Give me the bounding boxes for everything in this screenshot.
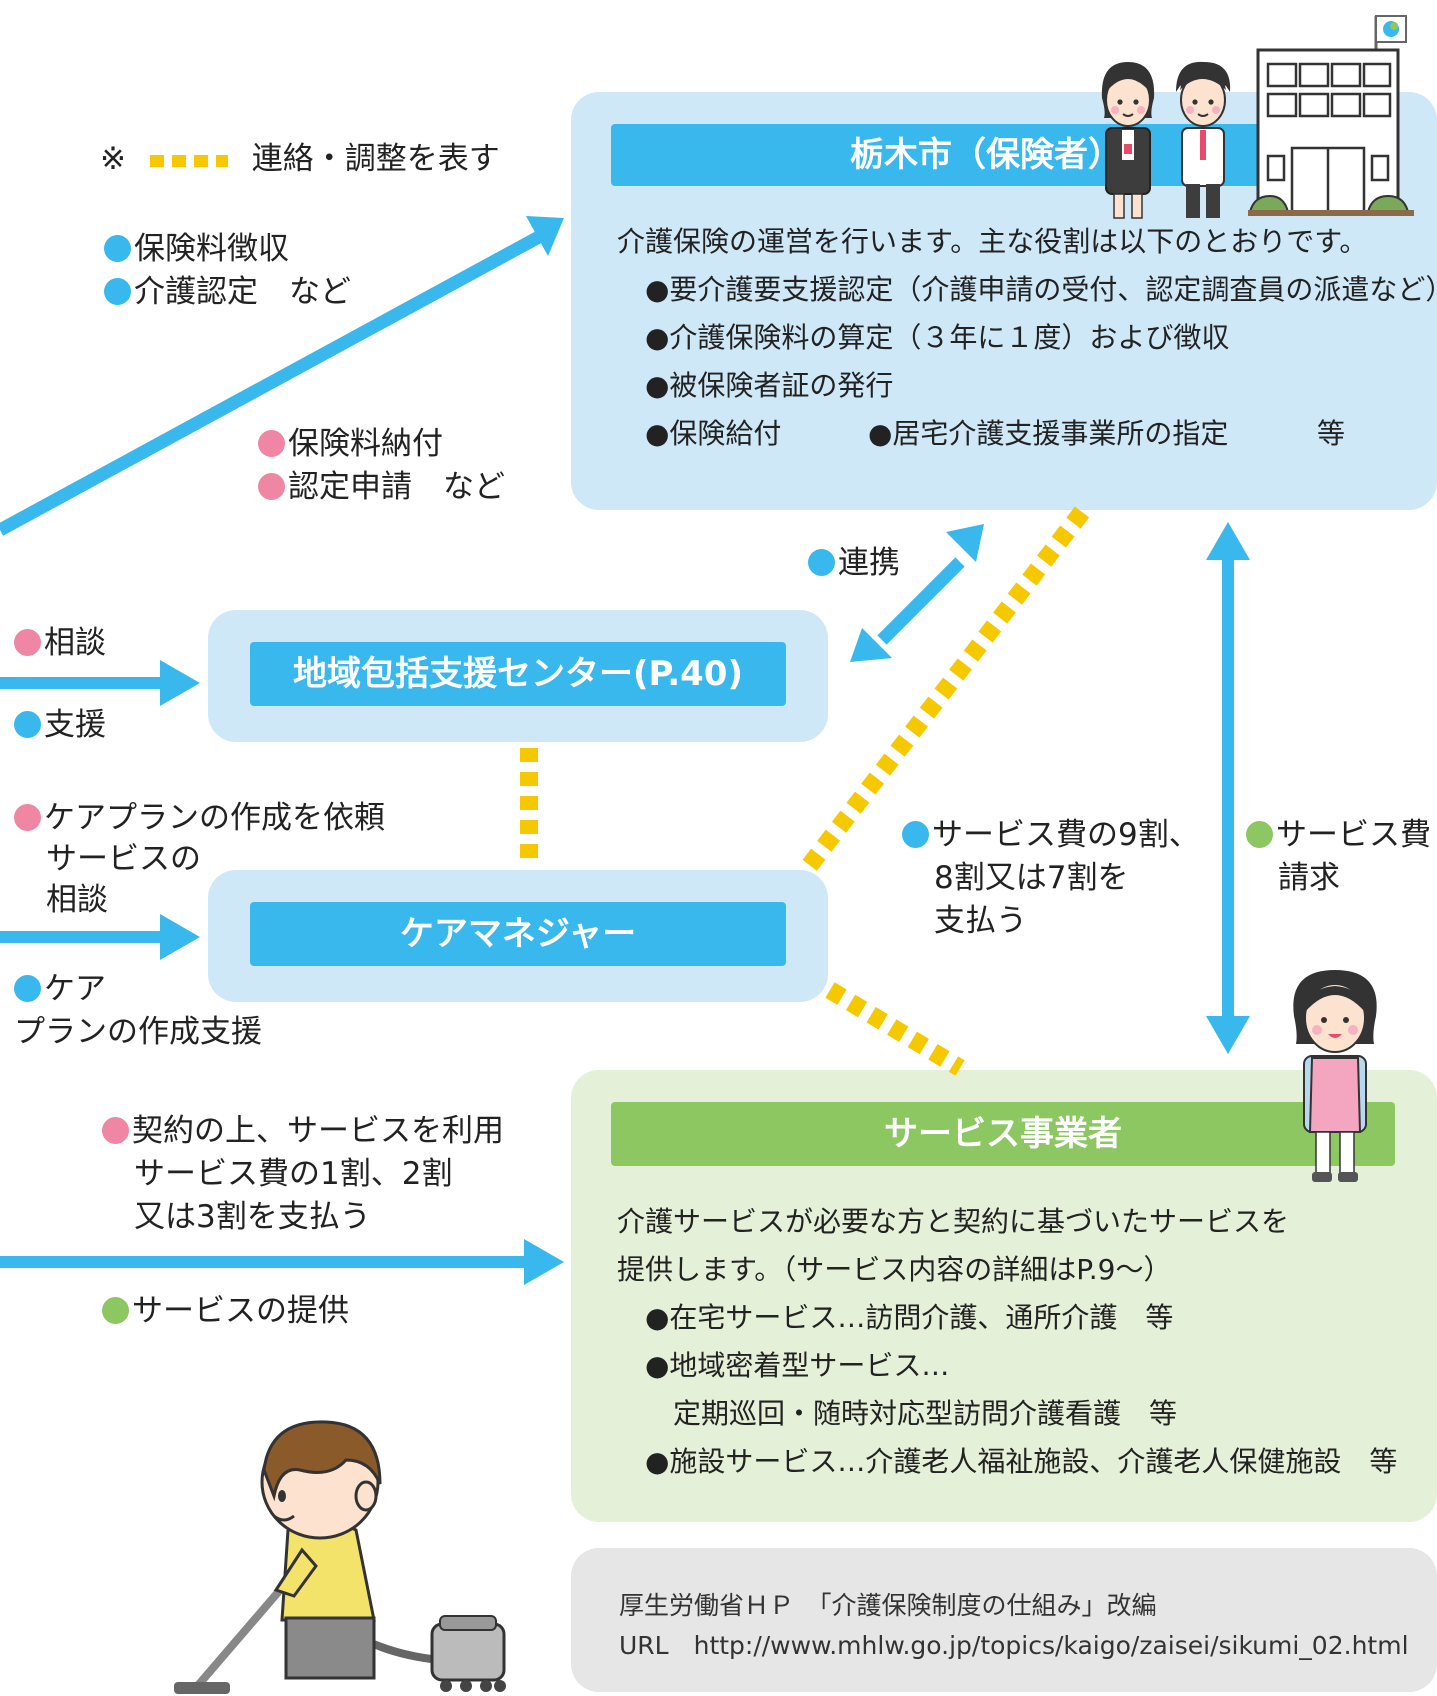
provider-intro-1: 介護サービスが必要な方と契約に基づいたサービスを [617, 1205, 1290, 1238]
user-city-arrowhead [526, 216, 564, 256]
caremanager-in-line1: ケアプランの作成を依頼 [44, 800, 385, 836]
contract-line2: サービス費の1割、2割 [134, 1156, 453, 1192]
renkei-label: 連携 [808, 542, 900, 585]
center-out-label: 支援 [14, 704, 106, 747]
payment-line3: 支払う [934, 903, 1027, 939]
user-center-arrow [0, 677, 170, 689]
city-provider-liaison [798, 506, 1090, 876]
user-provider-arrowhead [524, 1239, 564, 1285]
pink-dot-icon [14, 804, 41, 831]
provider-item-3: ●施設サービス…介護老人福祉施設、介護老人保健施設 等 [645, 1445, 1398, 1478]
provider-item-2: ●地域密着型サービス… [645, 1349, 950, 1382]
center-in-label: 相談 [14, 622, 106, 665]
city-role-4b: ●居宅介護支援事業所の指定 [868, 417, 1229, 450]
city-to-user-label: 保険料徴収 介護認定 など [104, 228, 351, 314]
contract-line3: 又は3割を支払う [134, 1199, 371, 1235]
blue-dot-icon [902, 821, 929, 848]
city-role-3: ●被保険者証の発行 [645, 369, 894, 402]
city-to-user-line2: 介護認定 など [134, 274, 351, 310]
provider-intro-2: 提供します。（サービス内容の詳細はP.9〜） [617, 1253, 1172, 1286]
caremanager-out-label: ケア プランの作成支援 [14, 968, 262, 1054]
center-out-text: 支援 [44, 707, 106, 743]
pink-dot-icon [258, 430, 285, 457]
staff-illustration [1101, 61, 1231, 219]
blue-dot-icon [104, 235, 131, 262]
blue-dot-icon [14, 711, 41, 738]
caremanager-provider-liaison [825, 982, 965, 1076]
city-provider-arrowhead-bottom [1206, 1016, 1250, 1054]
source-line-1: 厚生労働省ＨＰ 「介護保険制度の仕組み」改編 [619, 1591, 1157, 1620]
cleaning-boy-illustration [174, 1420, 506, 1694]
provider-title: サービス事業者 [611, 1102, 1395, 1166]
green-dot-icon [102, 1297, 129, 1324]
user-to-city-line2: 認定申請 など [288, 469, 505, 505]
green-dot-icon [1246, 821, 1273, 848]
city-provider-arrow [1222, 550, 1234, 1022]
legend-text: 連絡・調整を表す [251, 141, 500, 177]
user-to-city-label: 保険料納付 認定申請 など [258, 423, 505, 509]
city-title: 栃木市（保険者） [611, 124, 1361, 186]
pink-dot-icon [14, 629, 41, 656]
city-center-arrowhead-b [946, 524, 984, 562]
caremanager-title: ケアマネジャー [250, 902, 786, 966]
payment-line1: サービス費の9割、 [932, 817, 1200, 853]
city-center-arrowhead-a [850, 628, 892, 662]
city-role-1: ●要介護要支援認定（介護申請の受付、認定調査員の派遣など） [645, 273, 1437, 306]
provider-item-2b: 定期巡回・随時対応型訪問介護看護 等 [673, 1397, 1178, 1430]
legend-mark: ※ [100, 141, 126, 177]
city-intro: 介護保険の運営を行います。主な役割は以下のとおりです。 [617, 225, 1368, 258]
caremanager-in-label: ケアプランの作成を依頼 サービスの 相談 [14, 798, 385, 921]
city-to-user-line1: 保険料徴収 [134, 231, 289, 267]
user-city-arrow [0, 226, 552, 536]
provide-label: サービスの提供 [102, 1290, 349, 1333]
center-in-text: 相談 [44, 625, 106, 661]
source-line-2: URL http://www.mhlw.go.jp/topics/kaigo/z… [619, 1631, 1409, 1660]
renkei-text: 連携 [838, 545, 900, 581]
caremanager-out-line1: ケア [44, 971, 106, 1007]
blue-dot-icon [808, 549, 835, 576]
caregiver-illustration [1293, 970, 1377, 1182]
provide-text: サービスの提供 [132, 1293, 349, 1329]
user-to-city-line1: 保険料納付 [288, 426, 443, 462]
center-title: 地域包括支援センター(P.40) [250, 642, 786, 706]
caremanager-out-line2: プランの作成支援 [14, 1014, 262, 1050]
pink-dot-icon [258, 473, 285, 500]
legend-swatch [149, 154, 228, 167]
user-caremanager-arrow [0, 931, 170, 943]
contract-label: 契約の上、サービスを利用 サービス費の1割、2割 又は3割を支払う [102, 1110, 504, 1239]
payment-label: サービス費の9割、 8割又は7割を 支払う [902, 814, 1200, 943]
caremanager-in-line3: 相談 [46, 882, 108, 918]
city-role-2: ●介護保険料の算定（３年に１度）および徴収 [645, 321, 1230, 354]
payment-line2: 8割又は7割を [934, 860, 1129, 896]
user-provider-arrow [0, 1256, 532, 1268]
user-center-arrowhead [160, 660, 200, 706]
city-hall-building-icon [1248, 15, 1414, 216]
claim-label: サービス費 請求 [1246, 814, 1431, 900]
city-role-4a: ●保険給付 [645, 417, 782, 450]
blue-dot-icon [104, 278, 131, 305]
claim-line2: 請求 [1278, 860, 1340, 896]
caremanager-in-line2: サービスの [46, 841, 201, 877]
blue-dot-icon [14, 975, 41, 1002]
source-panel [571, 1548, 1437, 1692]
user-caremanager-arrowhead [160, 914, 200, 960]
legend: ※ 連絡・調整を表す [100, 138, 500, 181]
city-center-arrow [877, 557, 965, 645]
pink-dot-icon [102, 1117, 129, 1144]
city-provider-arrowhead-top [1206, 522, 1250, 560]
provider-item-1: ●在宅サービス…訪問介護、通所介護 等 [645, 1301, 1174, 1334]
city-role-4c: 等 [1317, 417, 1346, 450]
contract-line1: 契約の上、サービスを利用 [132, 1113, 504, 1149]
claim-line1: サービス費 [1276, 817, 1431, 853]
